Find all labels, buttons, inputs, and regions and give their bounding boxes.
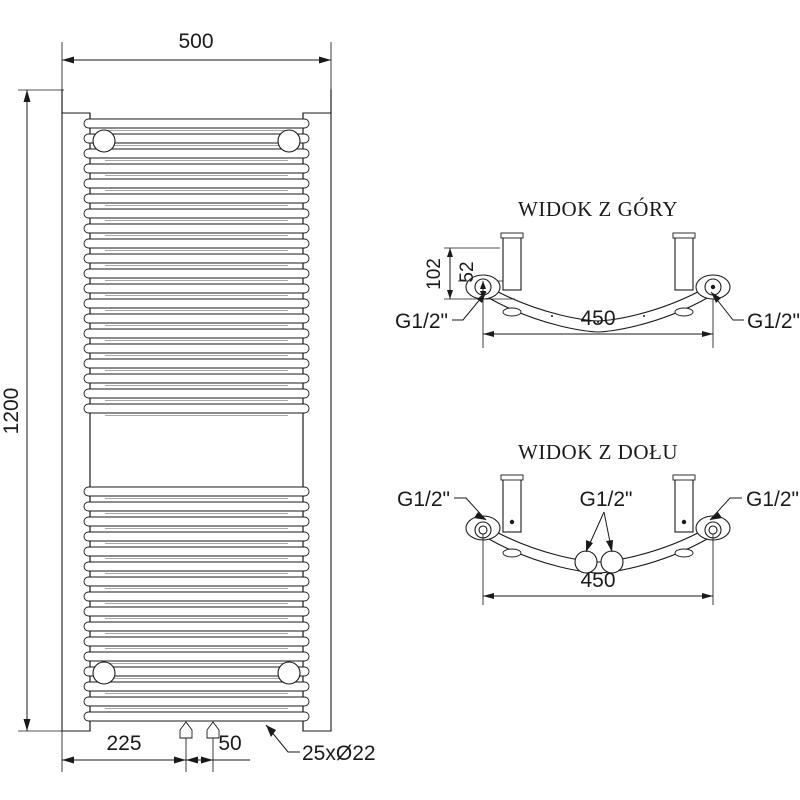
bar-group-lower [83,501,310,722]
callout-top-left-label: G1/2" [395,310,448,333]
bottom-view-feet [502,548,694,558]
dimension-depth-102: 102 [424,248,453,299]
callout-bar-count-label: 25xØ22 [302,742,376,765]
top-view-title: WIDOK Z GÓRY [518,197,678,221]
callout-top-right-label: G1/2" [747,310,800,333]
bottom-view-title: WIDOK Z DOŁU [518,440,678,464]
callout-top-left-thread: G1/2" [395,291,487,333]
callout-bottom-center-label: G1/2" [580,488,633,511]
dimension-value-spacing: 50 [218,732,241,755]
bottom-view-group: WIDOK Z DOŁU [397,440,799,605]
dimension-value-depth-inner: 52 [457,261,478,282]
bottom-view-mount-posts [500,474,696,533]
callout-bottom-left-thread: G1/2" [397,488,487,521]
dimension-offset-225: 225 [61,731,186,772]
dimension-value-width: 500 [178,30,213,53]
top-view-group: WIDOK Z GÓRY [395,197,800,348]
callout-bottom-right-label: G1/2" [746,488,799,511]
bar-group-upper [83,118,310,414]
callout-top-right-thread: G1/2" [710,291,800,333]
callout-bar-count: 25xØ22 [265,724,376,765]
dimension-value-depth-outer: 102 [424,258,445,290]
towel-bar-gap [83,415,310,499]
dimension-value-top-width: 450 [580,307,615,330]
callout-bottom-left-label: G1/2" [397,488,450,511]
dimension-value-bottom-width: 450 [580,569,615,592]
front-view-group: 500 1200 225 [0,30,376,772]
front-view-valve-connections [179,721,220,772]
dimension-value-height: 1200 [0,388,23,435]
front-view-bars [83,118,310,722]
dimension-height-1200: 1200 [0,89,64,732]
bottom-view-profile [486,526,710,574]
top-view-feet [502,307,694,317]
bottom-view-left-fitting [465,515,501,541]
dimension-value-offset-left: 225 [106,732,141,755]
callout-bottom-center-thread: G1/2" [580,488,633,553]
top-view-mount-posts [500,232,696,291]
dimension-bottom-width-450: 450 [482,534,714,605]
front-view-mount-points [92,129,301,685]
dimension-width-500: 500 [61,30,332,92]
dimension-top-width-450: 450 [482,299,714,348]
callout-bottom-right-thread: G1/2" [709,488,799,521]
bottom-view-center-fittings [574,550,624,574]
dimension-spacing-50: 50 [186,732,250,764]
